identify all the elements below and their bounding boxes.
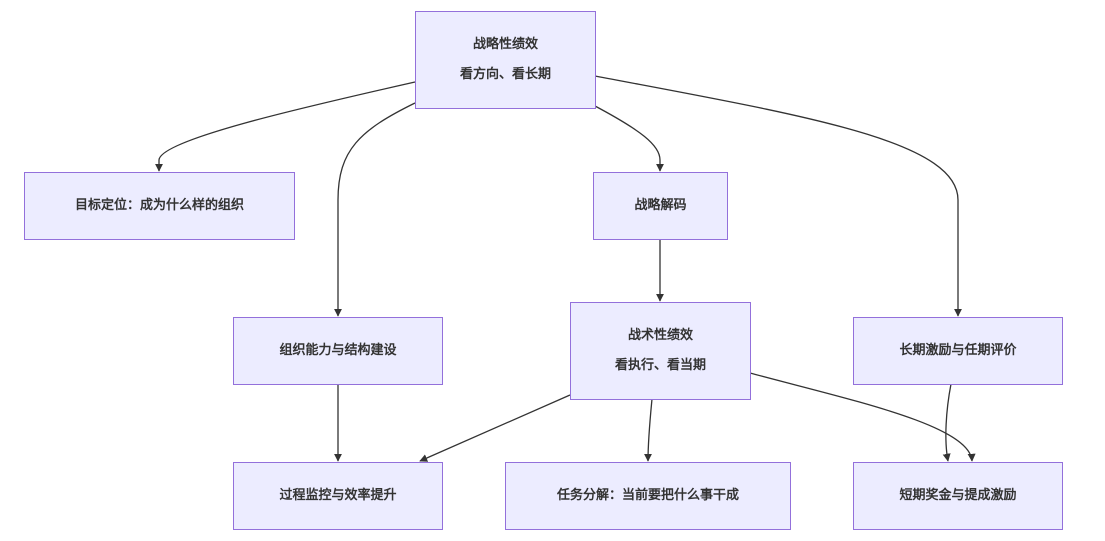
edge-root-to-longterm xyxy=(594,75,962,317)
edge-root-to-org xyxy=(334,102,416,317)
edge-longterm-to-shortterm xyxy=(942,383,952,462)
node-label: 长期激励与任期评价 xyxy=(899,343,1017,358)
node-long-term-incentive: 长期激励与任期评价 xyxy=(853,317,1063,385)
node-strategy-decoding: 战略解码 xyxy=(593,172,728,240)
node-label: 组织能力与结构建设 xyxy=(279,343,397,358)
node-label: 战略解码 xyxy=(634,198,687,213)
node-tactical-performance: 战术性绩效 看执行、看当期 xyxy=(570,302,751,400)
node-label: 短期奖金与提成激励 xyxy=(899,488,1017,503)
node-label: 战术性绩效 xyxy=(627,328,693,343)
node-label: 战略性绩效 xyxy=(472,37,538,52)
node-label: 目标定位：成为什么样的组织 xyxy=(74,198,244,213)
node-sublabel: 看执行、看当期 xyxy=(614,358,706,373)
node-label: 任务分解：当前要把什么事干成 xyxy=(556,488,739,503)
edge-tactical-to-shortterm xyxy=(749,372,976,462)
node-org-capability: 组织能力与结构建设 xyxy=(233,317,443,385)
node-strategic-performance: 战略性绩效 看方向、看长期 xyxy=(415,11,596,109)
edge-tactical-to-process xyxy=(419,394,571,462)
edge-tactical-to-task xyxy=(644,398,653,462)
node-task-decomposition: 任务分解：当前要把什么事干成 xyxy=(505,462,791,530)
node-goal-positioning: 目标定位：成为什么样的组织 xyxy=(24,172,295,240)
node-process-monitoring: 过程监控与效率提升 xyxy=(233,462,443,530)
node-label: 过程监控与效率提升 xyxy=(279,488,397,503)
edge-root-to-decode xyxy=(594,105,664,172)
edge-root-to-goal xyxy=(155,81,416,172)
node-sublabel: 看方向、看长期 xyxy=(459,67,551,82)
node-short-term-bonus: 短期奖金与提成激励 xyxy=(853,462,1063,530)
